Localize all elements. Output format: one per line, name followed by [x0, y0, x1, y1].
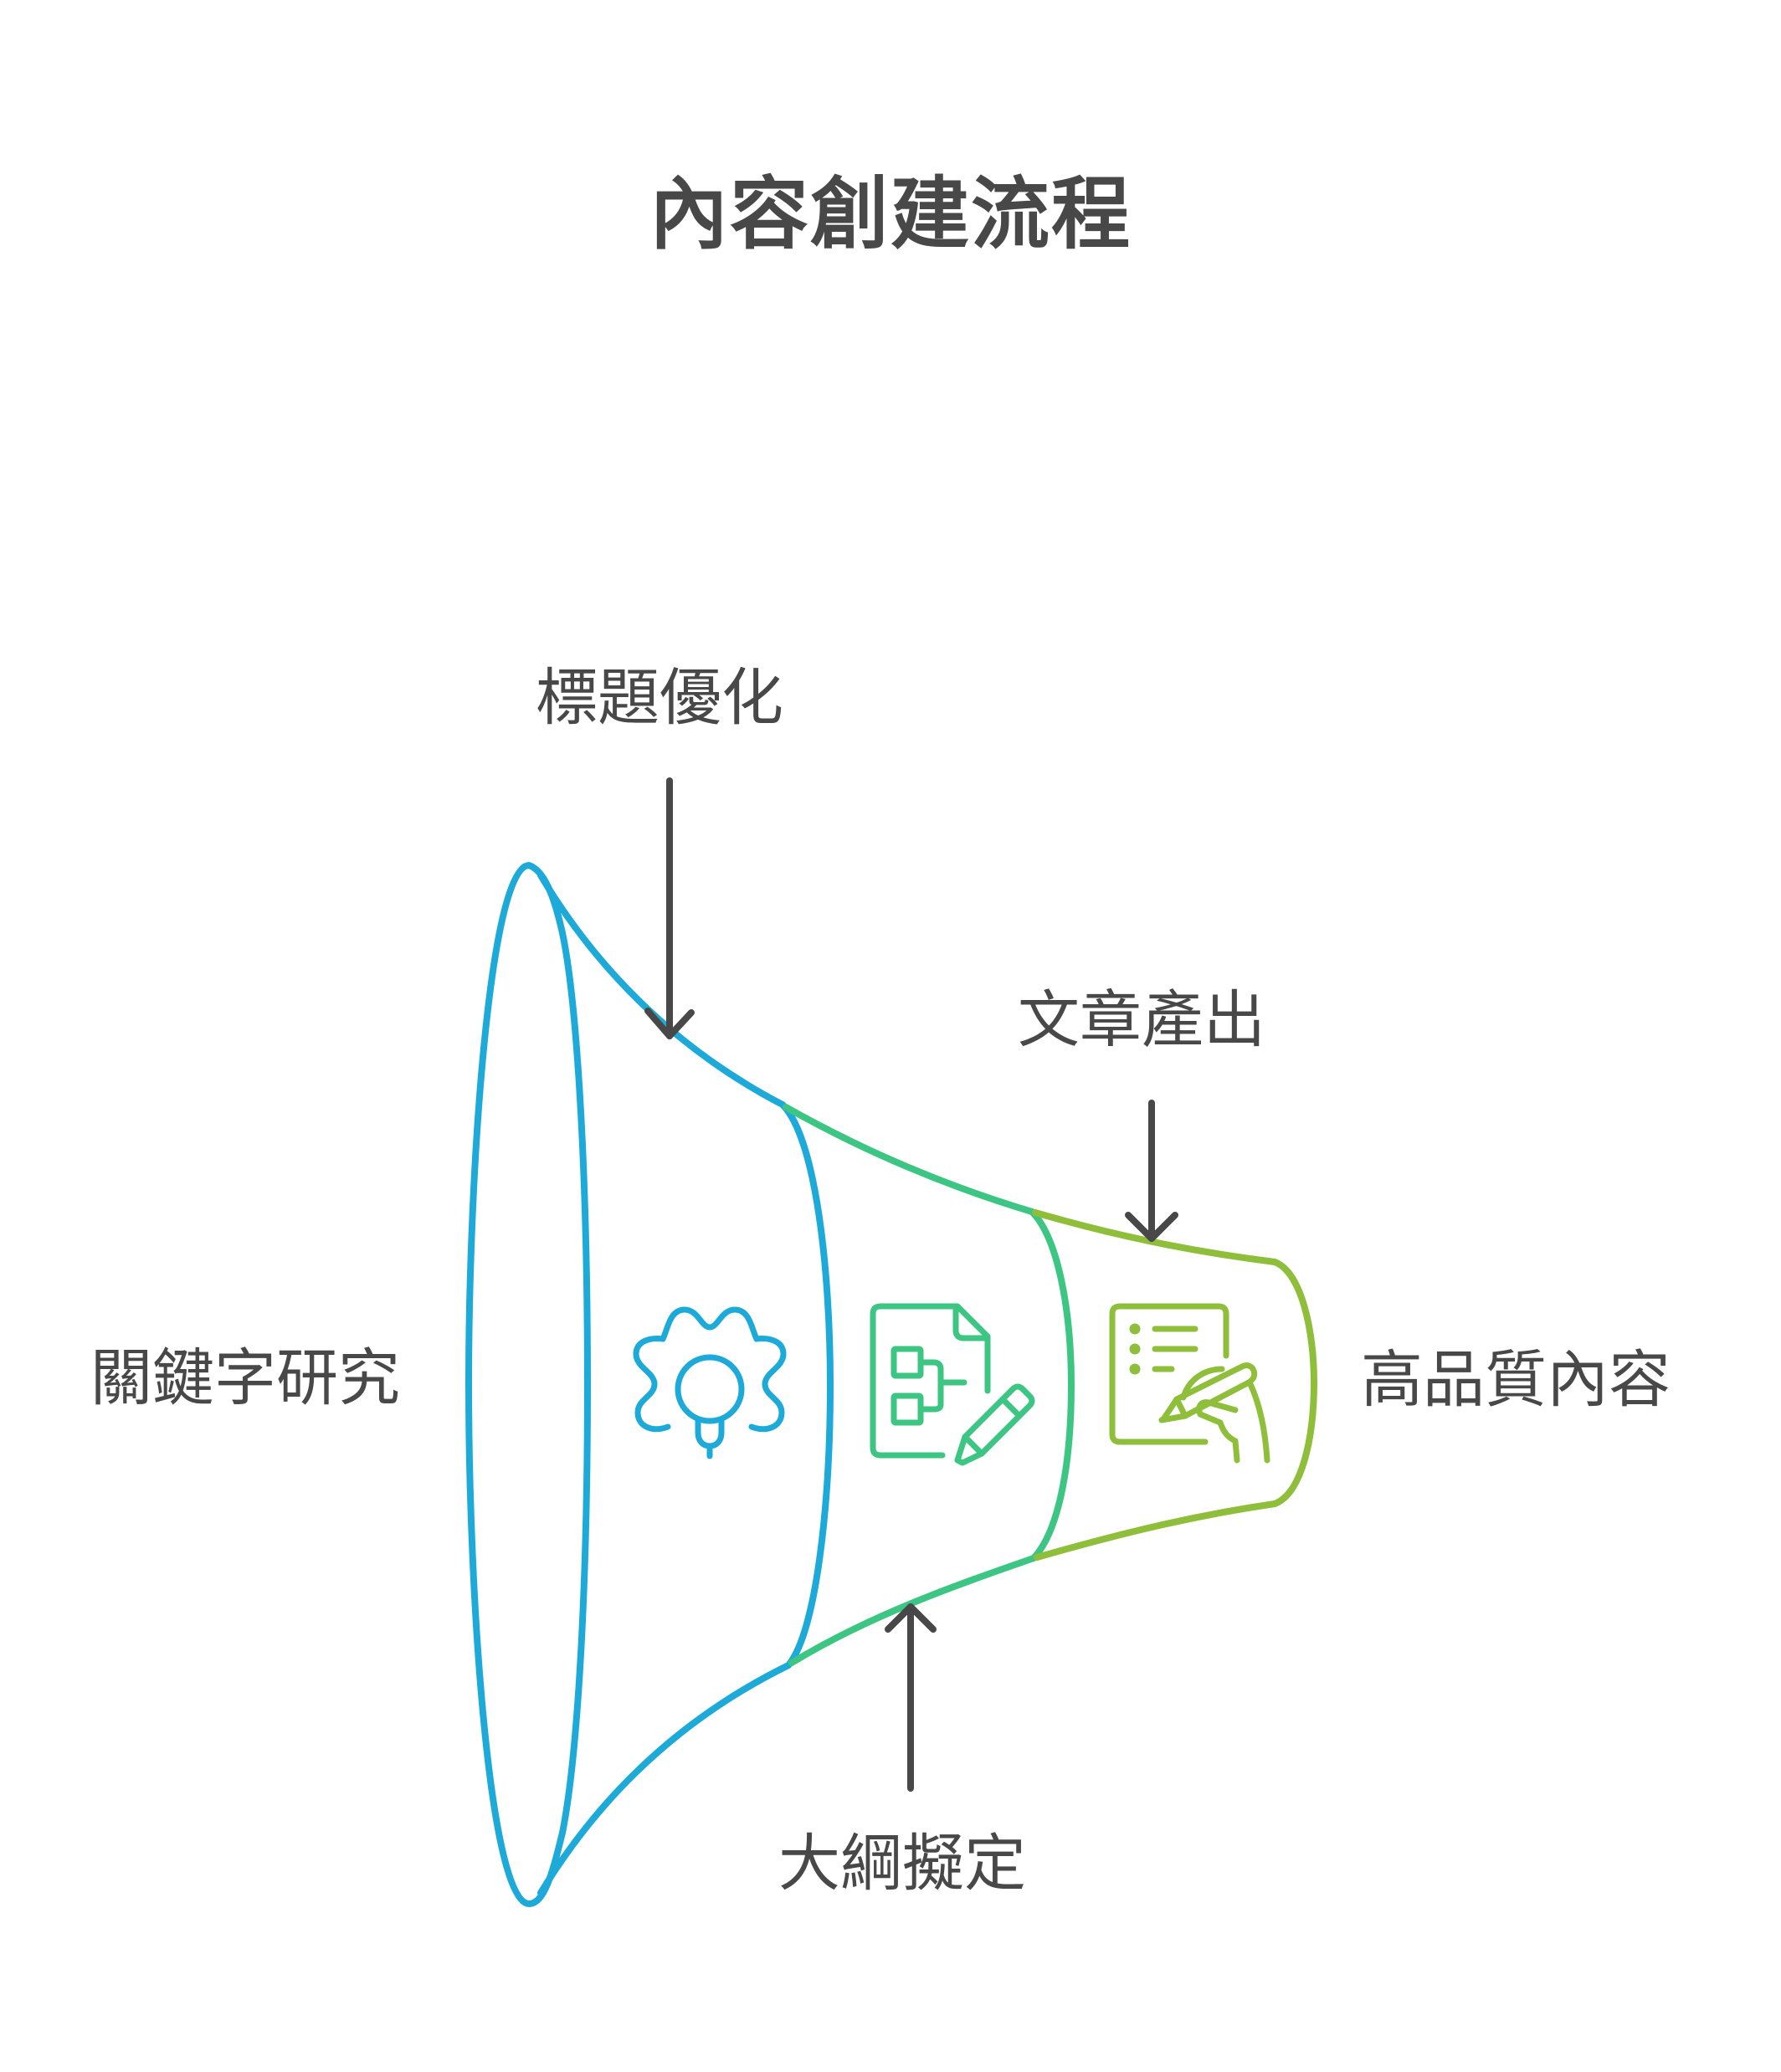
segment-boundary-1 — [779, 1101, 834, 1669]
funnel-segment-1 — [465, 862, 834, 1907]
label-title-optimization: 標題優化 — [536, 662, 783, 734]
diagram-title: 內容創建流程 — [649, 169, 1132, 260]
label-quality-content: 高品質內容 — [1361, 1344, 1671, 1416]
funnel-segment-3 — [1032, 1209, 1317, 1561]
segment-boundary-2 — [1029, 1208, 1075, 1562]
arrow-stage1 — [644, 777, 695, 1039]
funnel-bottom-edge-2 — [788, 1555, 1037, 1666]
funnel-top-edge-2 — [783, 1104, 1035, 1215]
funnel-segment-2 — [783, 1104, 1075, 1666]
funnel-bottom-edge-3 — [1034, 1500, 1278, 1561]
label-outline-drafting: 大綱擬定 — [778, 1828, 1026, 1900]
writing-hand-document-icon — [1109, 1303, 1270, 1464]
arrow-stage3 — [1125, 1100, 1178, 1242]
label-keyword-research: 關鍵字研究 — [90, 1342, 400, 1414]
label-article-production: 文章產出 — [1018, 984, 1265, 1056]
arrow-stage2 — [885, 1603, 937, 1792]
funnel-end-cap — [1271, 1259, 1317, 1507]
funnel-bottom-edge-1 — [537, 1662, 792, 1896]
funnel-mouth-ellipse — [465, 862, 591, 1907]
gear-lightbulb-icon — [633, 1306, 787, 1459]
document-outline-pencil-icon — [870, 1303, 1035, 1466]
